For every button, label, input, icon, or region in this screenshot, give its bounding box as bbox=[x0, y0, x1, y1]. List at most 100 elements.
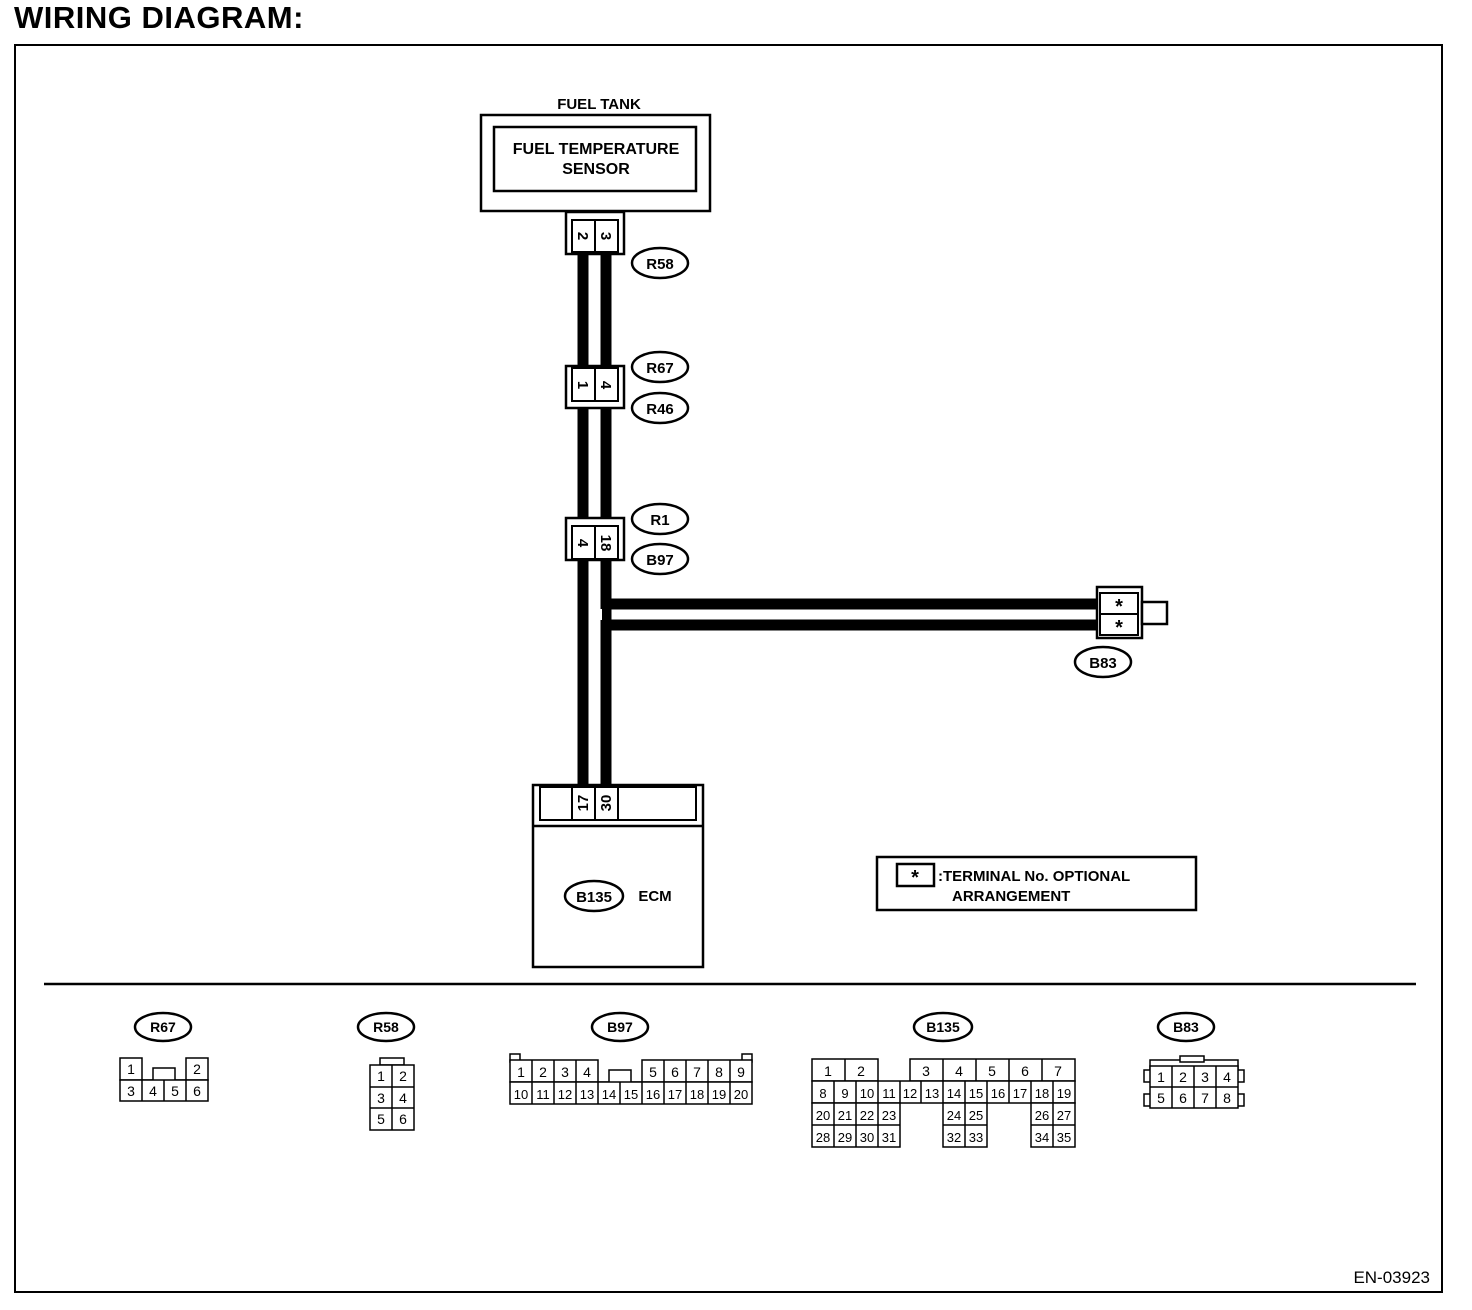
pinout-b135-label: B135 bbox=[926, 1019, 960, 1035]
b97-pinout-16: 16 bbox=[646, 1087, 660, 1102]
b97-pinout-8: 8 bbox=[715, 1064, 723, 1080]
r67-pin-6: 6 bbox=[193, 1083, 201, 1099]
r58-pin-3b: 3 bbox=[377, 1090, 385, 1106]
b83-pinout-7: 7 bbox=[1201, 1090, 1209, 1106]
pinout-r67: R67 1 2 3 4 5 6 bbox=[119, 1011, 209, 1102]
pinout-r58-label: R58 bbox=[373, 1019, 399, 1035]
b135-pinout-28: 28 bbox=[816, 1130, 830, 1145]
r67-pin-5: 5 bbox=[171, 1083, 179, 1099]
pinout-b135: B135 1 2 3 4 bbox=[811, 1011, 1076, 1148]
r58-pin-1: 1 bbox=[377, 1068, 385, 1084]
b97-pinout-20: 20 bbox=[734, 1087, 748, 1102]
b97-pinout-7: 7 bbox=[693, 1064, 701, 1080]
b135-pinout-30: 30 bbox=[860, 1130, 874, 1145]
b135-pinout-29: 29 bbox=[838, 1130, 852, 1145]
badge-r1-label: R1 bbox=[650, 512, 669, 529]
page-title: WIRING DIAGRAM: bbox=[14, 0, 304, 35]
b135-pinout-23: 23 bbox=[882, 1108, 896, 1123]
b135-pinout-16: 16 bbox=[991, 1086, 1005, 1101]
sensor-label-line1: FUEL TEMPERATURE bbox=[513, 141, 680, 158]
b135-pinout-32: 32 bbox=[947, 1130, 961, 1145]
b135-pinout-34: 34 bbox=[1035, 1130, 1049, 1145]
b83-pinout-4: 4 bbox=[1223, 1069, 1231, 1085]
b135-pinout-5: 5 bbox=[988, 1063, 996, 1079]
badge-r58: R58 bbox=[630, 246, 690, 280]
b83-pinout-2: 2 bbox=[1179, 1069, 1187, 1085]
b135-pinout-8: 8 bbox=[819, 1086, 826, 1101]
b135-pinout-25: 25 bbox=[969, 1108, 983, 1123]
b135-pinout-17: 17 bbox=[1013, 1086, 1027, 1101]
r46-pin-4: 4 bbox=[597, 381, 614, 390]
b83-pin-a: * bbox=[1115, 596, 1123, 618]
b135-pinout-6: 6 bbox=[1021, 1063, 1029, 1079]
b135-pinout-18: 18 bbox=[1035, 1086, 1049, 1101]
b97-pinout-1: 1 bbox=[517, 1064, 525, 1080]
b97-pinout-5: 5 bbox=[649, 1064, 657, 1080]
badge-b97: B97 bbox=[630, 542, 690, 576]
r67-pin-2: 2 bbox=[193, 1061, 201, 1077]
pinout-b97: B97 1 2 3 4 5 6 7 8 9 bbox=[509, 1011, 753, 1105]
b135-pinout-12: 12 bbox=[903, 1086, 917, 1101]
b135-pinout-31: 31 bbox=[882, 1130, 896, 1145]
b135-pinout-15: 15 bbox=[969, 1086, 983, 1101]
b97-pinout-9: 9 bbox=[737, 1064, 745, 1080]
b83-pinout-5: 5 bbox=[1157, 1090, 1165, 1106]
b135-pinout-27: 27 bbox=[1057, 1108, 1071, 1123]
pinout-b83: B83 1 2 3 4 5 6 7 8 bbox=[1143, 1011, 1245, 1109]
r58-pin-6: 6 bbox=[399, 1111, 407, 1127]
badge-r46-label: R46 bbox=[646, 401, 674, 418]
b135-pin-30: 30 bbox=[598, 795, 615, 812]
b97-pinout-11: 11 bbox=[536, 1087, 550, 1102]
b97-pinout-12: 12 bbox=[558, 1087, 572, 1102]
b135-pinout-22: 22 bbox=[860, 1108, 874, 1123]
b135-pinout-11: 11 bbox=[882, 1086, 896, 1101]
badge-r58-label: R58 bbox=[646, 256, 674, 273]
pinout-b97-label: B97 bbox=[607, 1019, 633, 1035]
ecm-module: 17 30 B135 ECM bbox=[531, 783, 705, 969]
fuel-tank-label: FUEL TANK bbox=[557, 96, 641, 113]
fuel-temperature-sensor: FUEL TEMPERATURE SENSOR bbox=[479, 113, 712, 213]
r58-pin-2: 2 bbox=[574, 232, 591, 240]
connector-r67-r46: 1 4 bbox=[564, 364, 626, 410]
b135-pinout-9: 9 bbox=[841, 1086, 848, 1101]
b97-pinout-6: 6 bbox=[671, 1064, 679, 1080]
b135-pinout-33: 33 bbox=[969, 1130, 983, 1145]
r67-pin-1: 1 bbox=[127, 1061, 135, 1077]
b135-pinout-26: 26 bbox=[1035, 1108, 1049, 1123]
b83-pin-b: * bbox=[1115, 617, 1123, 639]
legend-line2: ARRANGEMENT bbox=[952, 888, 1070, 905]
badge-b135-label: B135 bbox=[576, 889, 612, 906]
b97-pinout-10: 10 bbox=[514, 1087, 528, 1102]
b83-pinout-1: 1 bbox=[1157, 1069, 1165, 1085]
b135-pinout-10: 10 bbox=[860, 1086, 874, 1101]
badge-b83-label: B83 bbox=[1089, 655, 1117, 672]
footer-code: EN-03923 bbox=[1353, 1268, 1430, 1287]
sensor-label-line2: SENSOR bbox=[562, 161, 630, 178]
badge-r1: R1 bbox=[630, 502, 690, 536]
pinout-r58: R58 1 2 3 4 5 6 bbox=[356, 1011, 416, 1131]
b135-pinout-24: 24 bbox=[947, 1108, 961, 1123]
connector-r58: 2 3 bbox=[564, 210, 626, 256]
b135-pinout-19: 19 bbox=[1057, 1086, 1071, 1101]
b135-pin-17: 17 bbox=[575, 795, 592, 812]
b135-pinout-13: 13 bbox=[925, 1086, 939, 1101]
b83-pinout-3: 3 bbox=[1201, 1069, 1209, 1085]
r58-pin-5: 5 bbox=[377, 1111, 385, 1127]
b135-pinout-1: 1 bbox=[824, 1063, 832, 1079]
b135-pinout-35: 35 bbox=[1057, 1130, 1071, 1145]
b97-pinout-13: 13 bbox=[580, 1087, 594, 1102]
badge-r67-label: R67 bbox=[646, 360, 674, 377]
b135-pinout-3: 3 bbox=[922, 1063, 930, 1079]
r58-pin-2b: 2 bbox=[399, 1068, 407, 1084]
r58-pin-3: 3 bbox=[597, 232, 614, 240]
ecm-label: ECM bbox=[638, 888, 671, 905]
legend-symbol: * bbox=[911, 867, 919, 889]
pinout-b83-label: B83 bbox=[1173, 1019, 1199, 1035]
b135-pinout-4: 4 bbox=[955, 1063, 963, 1079]
b135-pinout-2: 2 bbox=[857, 1063, 865, 1079]
b97-pinout-15: 15 bbox=[624, 1087, 638, 1102]
b97-pin-18: 18 bbox=[597, 535, 614, 552]
r46-pin-1: 1 bbox=[574, 381, 591, 389]
badge-b135 bbox=[563, 879, 625, 913]
